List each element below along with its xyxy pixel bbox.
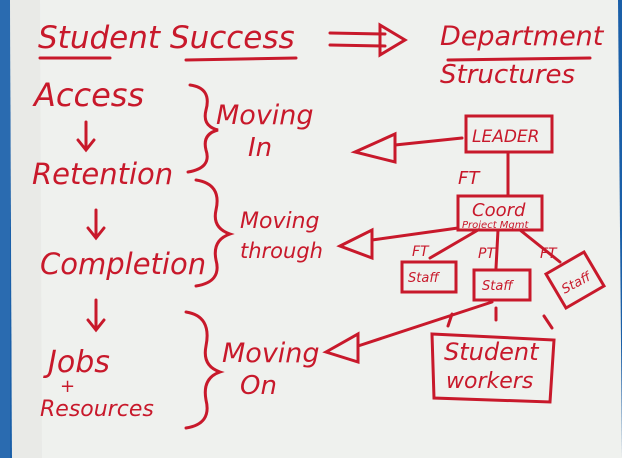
phase-2-line2: through (240, 239, 323, 263)
branch-label-2: PT (478, 246, 496, 262)
staff-box-1 (400, 260, 458, 294)
workers-box (430, 332, 556, 404)
left-arrow-icon (350, 131, 464, 164)
down-arrow-icon (86, 208, 106, 241)
coord-label: Coord (472, 200, 526, 221)
down-arrow-icon (86, 298, 106, 333)
stage-completion: Completion (40, 247, 206, 281)
org-branch-lines (428, 228, 562, 270)
stage-plus: + (60, 376, 75, 397)
staff-box-3 (543, 249, 607, 311)
coord-sublabel: Project Mgmt (462, 220, 530, 231)
branch-label-1: FT (412, 244, 430, 260)
stage-resources: Resources (40, 397, 154, 422)
stage-jobs: Jobs (43, 345, 110, 380)
title-underline-2 (184, 56, 298, 62)
title-right-1: Department (440, 21, 605, 52)
branch-label-3: FT (540, 246, 558, 262)
staff-label-2: Staff (482, 279, 514, 294)
coord-box (456, 194, 544, 232)
stage-access: Access (32, 76, 144, 114)
wall-edge (0, 0, 10, 458)
double-arrow-icon (328, 22, 408, 58)
title-right-2: Structures (440, 60, 575, 90)
phase-3-line1: Moving (222, 338, 320, 369)
leader-label: LEADER (472, 127, 540, 147)
down-arrow-icon (76, 120, 96, 153)
title-right-underline (446, 56, 592, 62)
phase-2-line1: Moving (240, 209, 320, 234)
worker-ticks (446, 306, 554, 330)
phase-1-line2: In (248, 133, 272, 163)
phase-1-line1: Moving (216, 100, 314, 131)
left-arrow-icon (322, 300, 494, 365)
left-arrow-icon (336, 226, 460, 261)
phase-3-line2: On (240, 371, 277, 401)
stage-retention: Retention (32, 157, 173, 191)
workers-line1: Student (444, 338, 540, 366)
staff-label-1: Staff (408, 271, 440, 286)
leader-link-label: FT (458, 168, 481, 189)
brace-2 (194, 178, 235, 288)
paper-shadow (10, 0, 42, 458)
title-left: Student Success (38, 20, 295, 56)
brace-3 (184, 310, 225, 430)
staff-box-2 (472, 268, 532, 302)
workers-line2: workers (446, 369, 533, 394)
brace-1 (186, 83, 219, 174)
